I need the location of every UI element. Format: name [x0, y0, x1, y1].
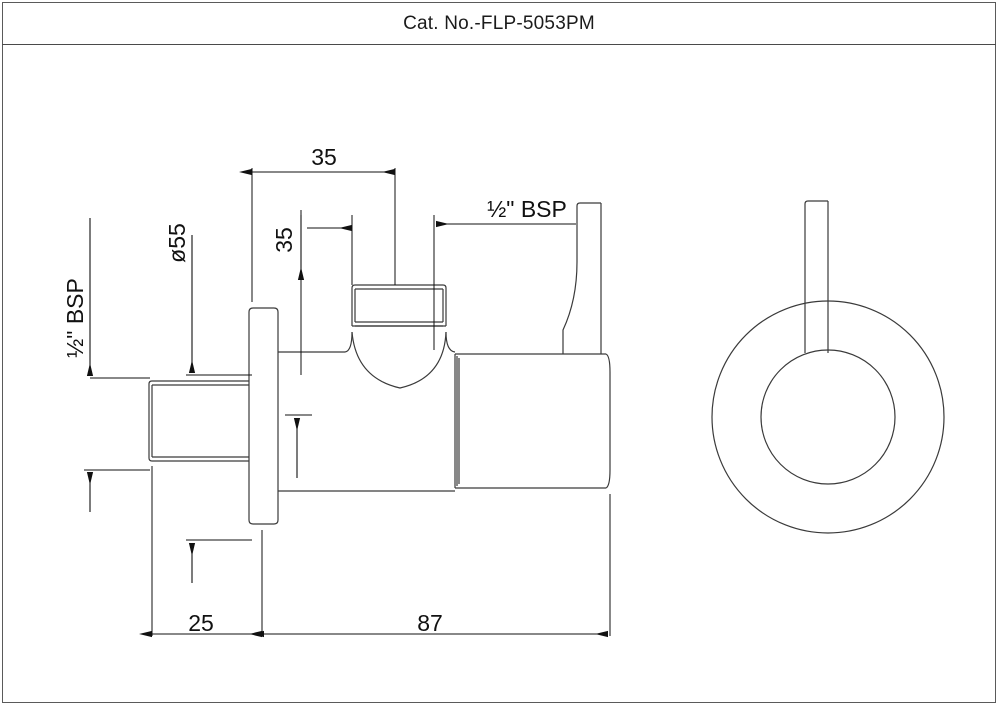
flange-diameter-label: ø55 — [164, 223, 190, 263]
body-shoulder-and-bowl — [344, 331, 456, 389]
dimension-layer — [84, 168, 611, 638]
valve-body-barrel — [278, 351, 455, 492]
page-title: Cat. No.-FLP-5053PM — [403, 12, 595, 34]
top-width-label: 35 — [311, 144, 337, 170]
overall-length-label: 87 — [417, 610, 443, 636]
outlet-block — [454, 353, 611, 489]
inlet-thread-label: ½" BSP — [62, 278, 88, 358]
side-view-lever — [804, 200, 829, 353]
valve-geometry-group — [148, 200, 945, 534]
dimension-spindle-35 — [297, 215, 352, 280]
lever-handle — [562, 202, 602, 354]
flange-projection-label: 25 — [188, 610, 214, 636]
spindle-offset-label: 35 — [271, 227, 297, 253]
wall-flange — [248, 307, 279, 525]
outlet-thread-label: ½" BSP — [487, 196, 567, 222]
title-block: Cat. No.-FLP-5053PM — [2, 3, 996, 44]
bonnet-cap — [351, 284, 447, 327]
title-divider — [2, 44, 996, 45]
inlet-nipple — [148, 380, 249, 462]
witness-lines — [84, 168, 611, 636]
dimension-text-layer: ½" BSP ø55 35 35 ½" BSP 25 87 — [62, 144, 567, 636]
